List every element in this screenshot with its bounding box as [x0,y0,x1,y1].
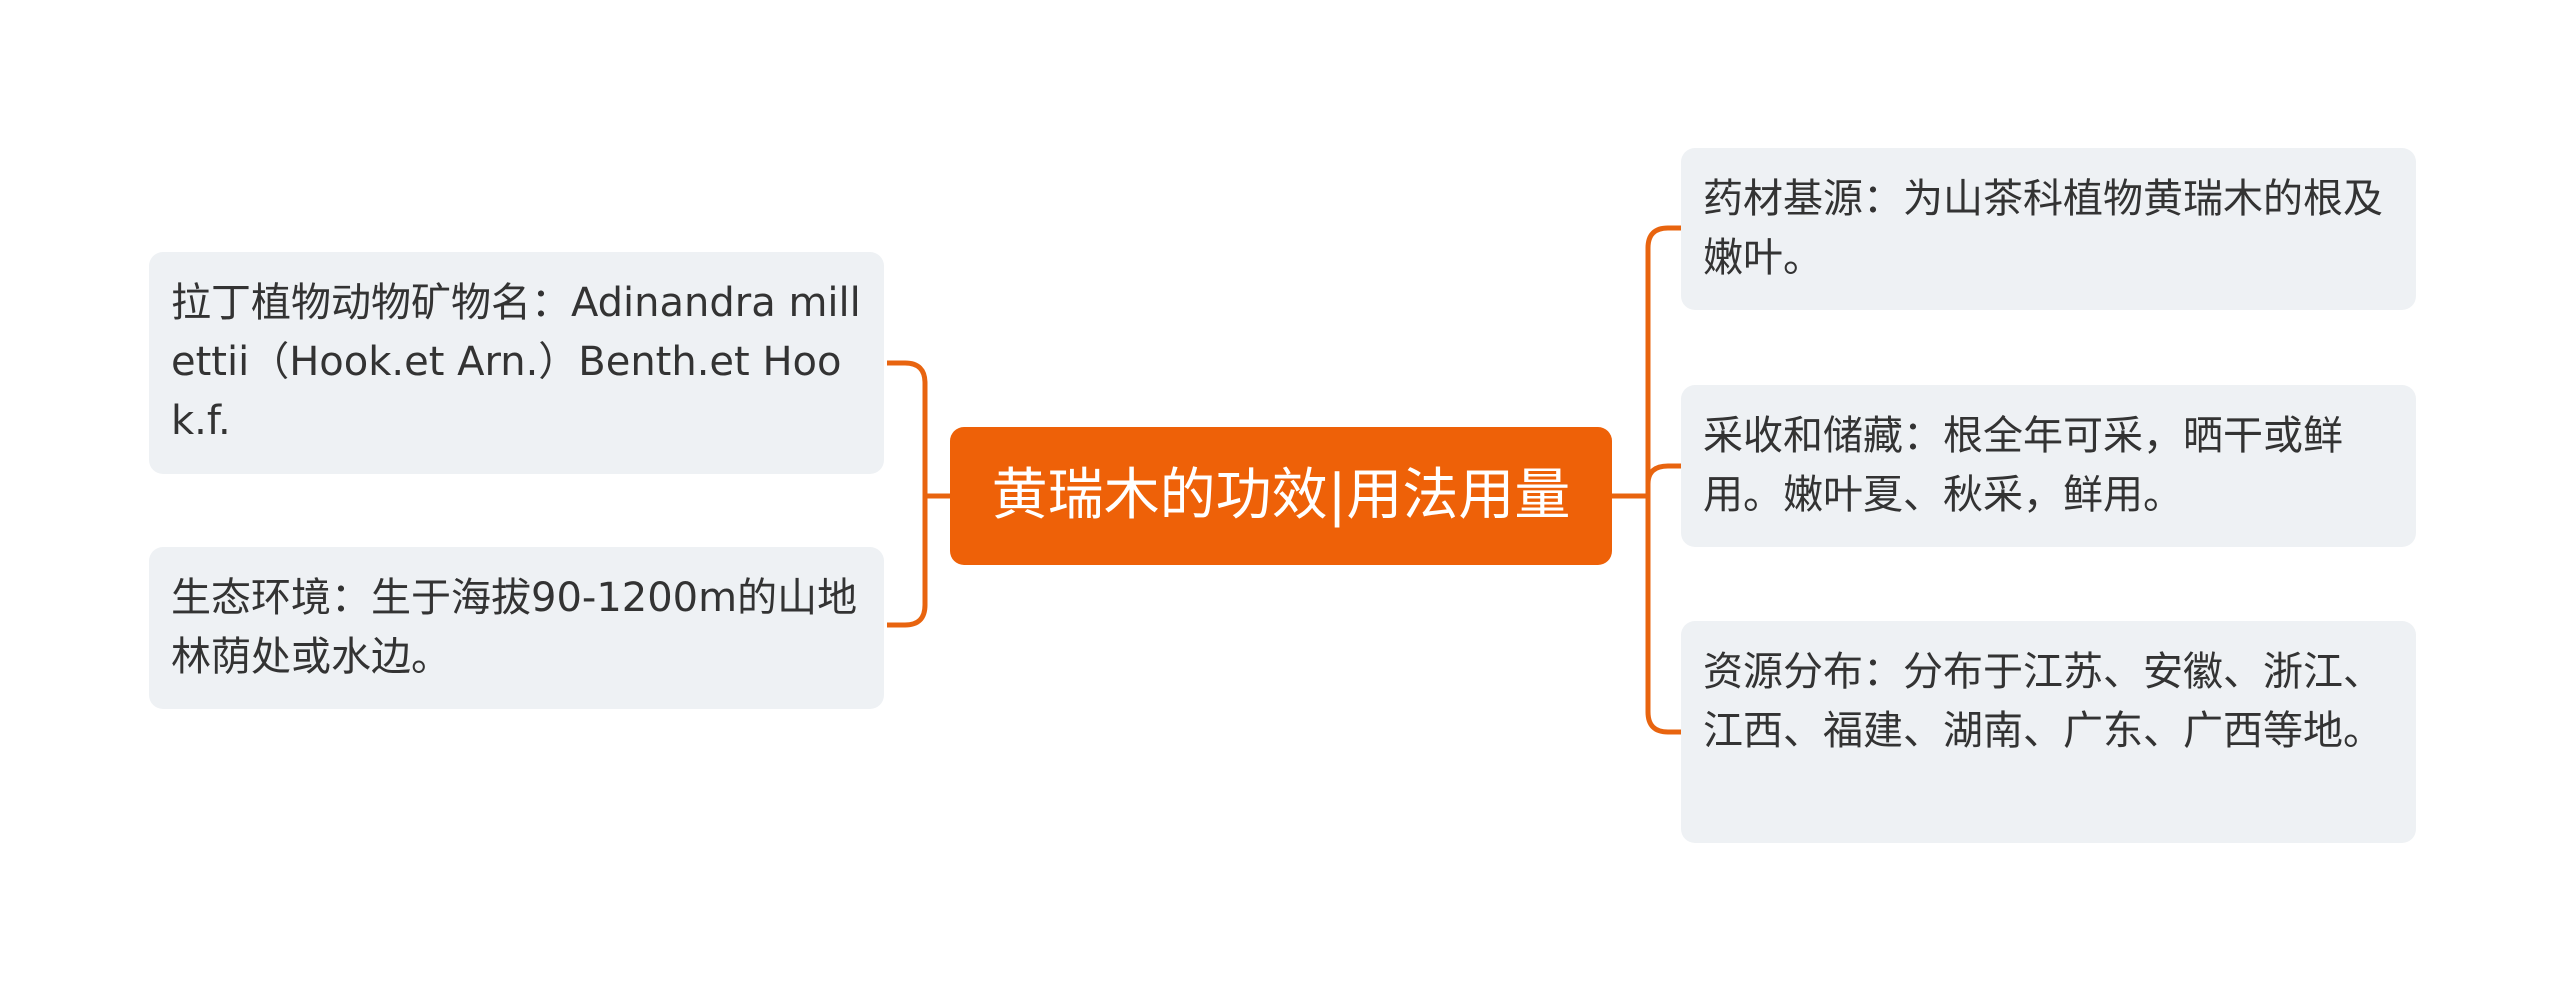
root-node[interactable]: 黄瑞木的功效|用法用量 [950,427,1612,565]
left-node-habitat[interactable]: 生态环境：生于海拔90-1200m的山地林荫处或水边。 [149,547,884,709]
right-node-harvest[interactable]: 采收和储藏：根全年可采，晒干或鲜用。嫩叶夏、秋采，鲜用。 [1681,385,2416,547]
connector-left-1 [887,360,928,496]
left-node-latin-name[interactable]: 拉丁植物动物矿物名：Adinandra millettii（Hook.et Ar… [149,252,884,474]
right-node-distribution[interactable]: 资源分布：分布于江苏、安徽、浙江、江西、福建、湖南、广东、广西等地。 [1681,621,2416,843]
connector-right-3 [1645,496,1681,735]
connector-right-2 [1645,463,1681,496]
right-node-source[interactable]: 药材基源：为山茶科植物黄瑞木的根及嫩叶。 [1681,148,2416,310]
connector-left-2 [887,496,928,628]
connector-right-1 [1645,225,1681,496]
